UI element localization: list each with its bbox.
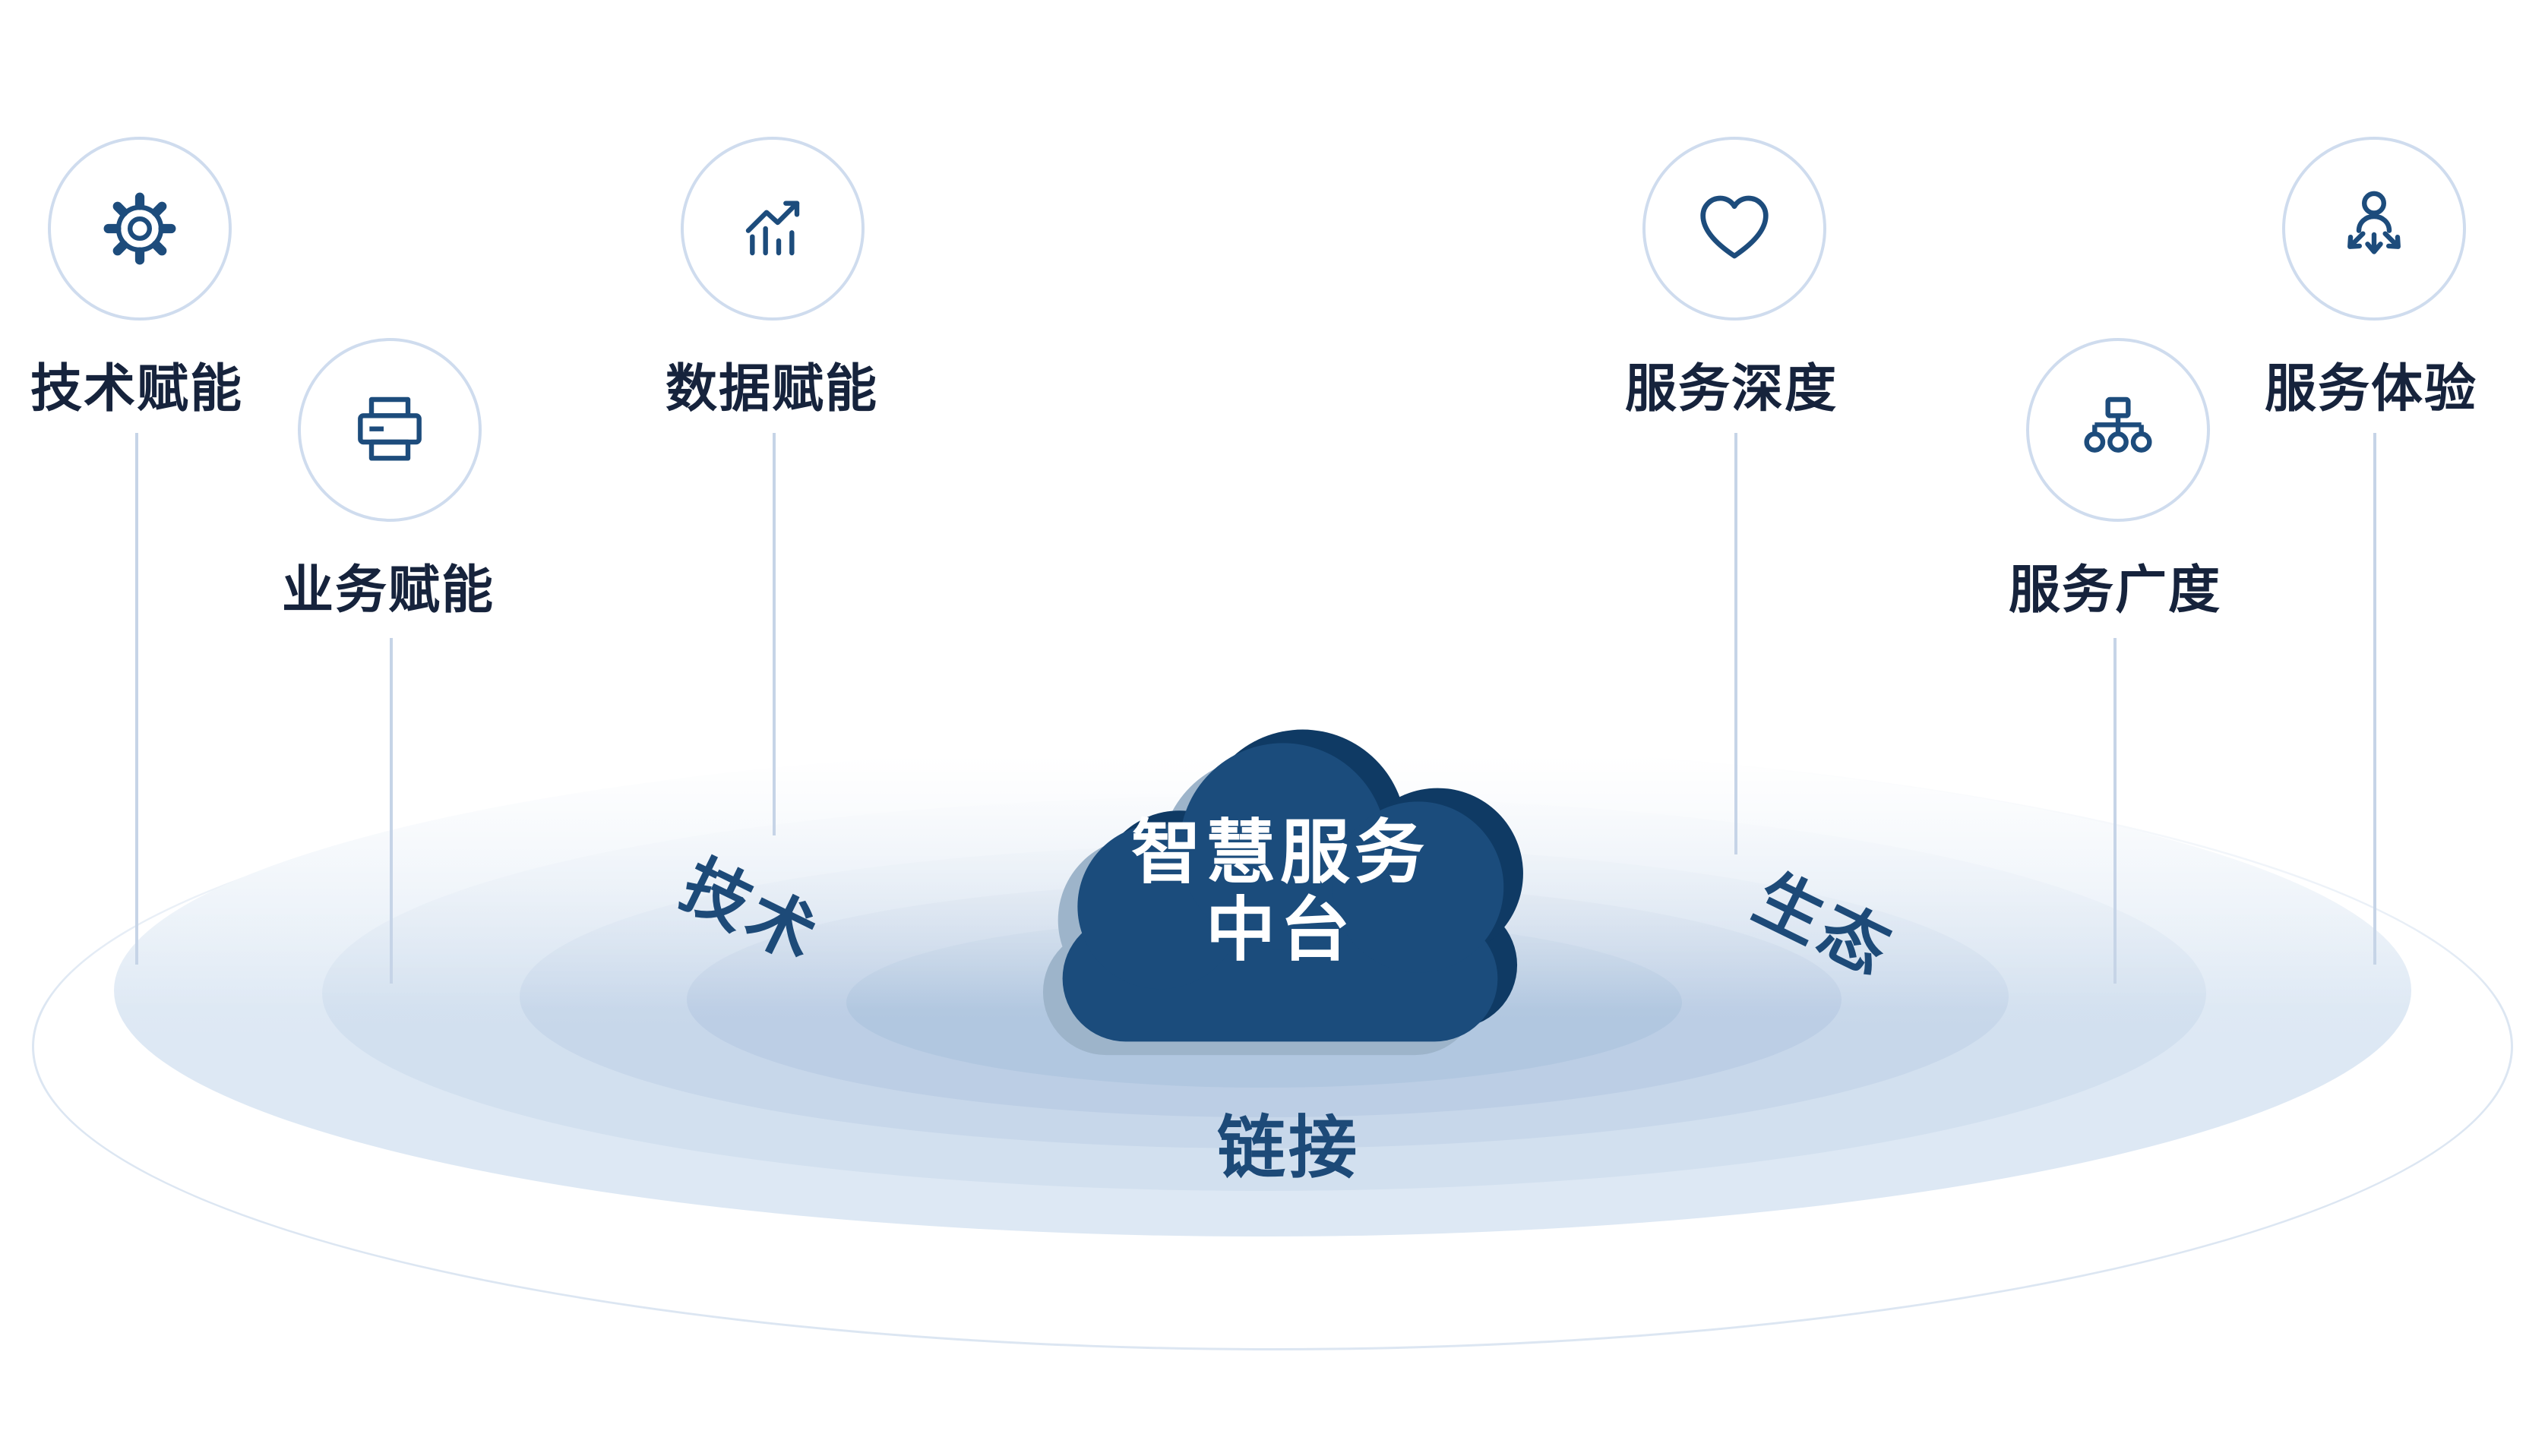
- node-label-service-breadth: 服务广度: [2008, 561, 2221, 619]
- node-label-business-empowerment: 业务赋能: [281, 561, 495, 619]
- cloud-title-line2: 中台: [1205, 892, 1355, 969]
- node-label-service-depth: 服务深度: [1624, 360, 1838, 418]
- growth-chart-icon: [745, 201, 800, 256]
- node-business-empowerment: [298, 338, 482, 522]
- node-service-breadth: [2026, 338, 2210, 522]
- node-service-experience: [2282, 137, 2466, 321]
- node-label-service-experience: 服务体验: [2264, 360, 2477, 418]
- node-service-depth: [1642, 137, 1826, 321]
- gear-icon: [103, 192, 176, 265]
- ring-label-link: 链接: [1217, 1110, 1360, 1186]
- node-data-empowerment: [681, 137, 865, 321]
- connector-line-data: [773, 433, 776, 835]
- cloud-title-line1: 智慧服务: [1130, 814, 1429, 892]
- node-tech-empowerment: [48, 137, 232, 321]
- user-arrows-icon: [2347, 191, 2401, 254]
- connector-line-experience: [2373, 433, 2376, 965]
- connector-line-tech: [135, 433, 138, 965]
- connector-line-business: [390, 638, 393, 984]
- cloud-title: 智慧服务 中台: [980, 814, 1580, 969]
- node-label-tech-empowerment: 技术赋能: [30, 360, 243, 418]
- heart-icon: [1700, 195, 1769, 259]
- connector-line-breadth: [2113, 638, 2117, 984]
- hierarchy-icon: [2084, 396, 2152, 453]
- printer-icon: [358, 396, 422, 461]
- node-label-data-empowerment: 数据赋能: [665, 360, 878, 418]
- connector-line-depth: [1734, 433, 1737, 854]
